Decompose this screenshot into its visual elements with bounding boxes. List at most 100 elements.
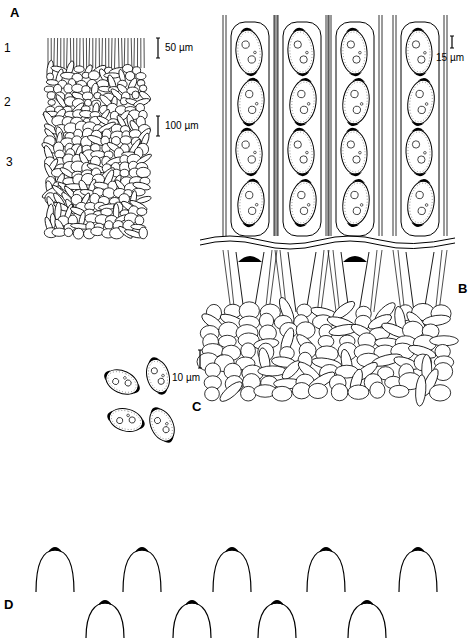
paraphysis xyxy=(328,15,329,236)
ascus-wall xyxy=(283,22,321,236)
oil-drop xyxy=(300,106,308,114)
oil-drop xyxy=(353,106,361,114)
oil-drop xyxy=(359,51,362,54)
scale-label: 50 µm xyxy=(165,42,193,53)
scale-bar-tick xyxy=(198,368,202,369)
layer-number: 3 xyxy=(6,156,13,169)
paraphysis xyxy=(111,38,112,68)
spore-apex xyxy=(399,550,437,592)
excipulum-cell xyxy=(120,136,131,145)
apiculus xyxy=(360,600,374,605)
oil-drop xyxy=(242,41,250,49)
excipulum-cell xyxy=(73,228,83,239)
spore-wall xyxy=(145,405,179,445)
oil-drop xyxy=(415,90,423,98)
scale-label: 10 µm xyxy=(172,372,200,383)
spore-apex xyxy=(86,603,124,638)
oil-drop xyxy=(161,374,164,377)
paraphysis xyxy=(137,38,138,68)
paraphysis xyxy=(86,38,87,68)
spore-ornament xyxy=(148,408,177,443)
paraphysis xyxy=(278,15,279,236)
excipulum-cell xyxy=(105,221,114,230)
spore-apex xyxy=(36,550,74,592)
paraphysis xyxy=(133,38,134,68)
oil-drop xyxy=(165,422,168,425)
oil-drop xyxy=(123,376,126,379)
oil-drop xyxy=(162,426,170,434)
ascospore xyxy=(340,177,372,229)
scale-bar-tick xyxy=(450,48,454,49)
excipulum-cell xyxy=(48,99,55,105)
paraphysis xyxy=(275,15,276,236)
paraphysis xyxy=(439,250,447,312)
apiculus xyxy=(411,27,424,31)
spore-wall xyxy=(405,78,438,126)
apiculus xyxy=(135,547,149,552)
spore-wall xyxy=(286,129,316,175)
ascospore xyxy=(405,127,434,177)
spore-ornament xyxy=(105,368,140,397)
apiculus xyxy=(240,127,253,132)
ascospore xyxy=(287,76,319,127)
spore-ornament xyxy=(407,81,435,124)
oil-drop xyxy=(347,41,355,49)
apiculus xyxy=(292,127,305,132)
paraphysis xyxy=(398,250,405,312)
apiculus xyxy=(414,172,427,176)
ascospore xyxy=(404,76,437,128)
apiculus xyxy=(134,384,142,396)
paraphysis xyxy=(144,38,145,68)
apiculus xyxy=(294,122,307,127)
apiculus xyxy=(346,121,359,127)
subhymenium-cell xyxy=(241,343,256,359)
oil-drop xyxy=(412,41,420,49)
paraphysis xyxy=(124,38,126,68)
oil-drop xyxy=(254,51,257,54)
scale-label: 15 µm xyxy=(436,52,464,63)
spore-apex xyxy=(213,550,251,592)
spore-ornament xyxy=(342,31,367,72)
paraphysis xyxy=(447,15,448,236)
excipulum-cell xyxy=(64,228,73,237)
layer-number: 2 xyxy=(4,96,11,109)
apiculus xyxy=(418,178,431,184)
paraphysis xyxy=(435,250,442,312)
paraphysis xyxy=(331,15,332,236)
apiculus xyxy=(414,72,427,76)
paraphysis xyxy=(329,15,330,236)
ascospore xyxy=(234,127,265,178)
spore-ornament xyxy=(342,131,367,172)
paraphysis xyxy=(321,250,329,312)
apiculus xyxy=(270,600,284,605)
oil-drop xyxy=(300,156,308,164)
apiculus xyxy=(242,223,255,228)
excipulum-cell xyxy=(74,66,84,73)
oil-drop xyxy=(300,207,308,215)
apiculus xyxy=(352,77,365,83)
subhymenium-cell xyxy=(272,386,292,401)
apiculus xyxy=(296,172,309,177)
scale-label: 100 µm xyxy=(165,120,199,131)
spore-wall xyxy=(339,29,368,75)
paraphysis xyxy=(131,38,133,68)
scale-bar xyxy=(157,116,158,136)
paraphysis xyxy=(317,250,324,312)
oil-drop xyxy=(412,141,420,149)
subhymenium-cell xyxy=(205,363,220,378)
apiculus xyxy=(296,72,309,77)
apiculus xyxy=(247,178,260,183)
excipulum-cell xyxy=(88,71,99,80)
subhymenium-cell xyxy=(348,385,369,399)
apiculus xyxy=(148,356,160,362)
apiculus xyxy=(164,437,176,445)
apiculus xyxy=(346,222,359,228)
oil-drop xyxy=(297,90,305,98)
paraphysis xyxy=(92,38,93,68)
paraphysis xyxy=(57,38,58,68)
paraphysis xyxy=(265,250,272,312)
apiculus xyxy=(352,178,365,184)
scale-bar xyxy=(451,36,452,48)
spore-ornament xyxy=(342,182,369,225)
ascospore xyxy=(405,27,434,77)
